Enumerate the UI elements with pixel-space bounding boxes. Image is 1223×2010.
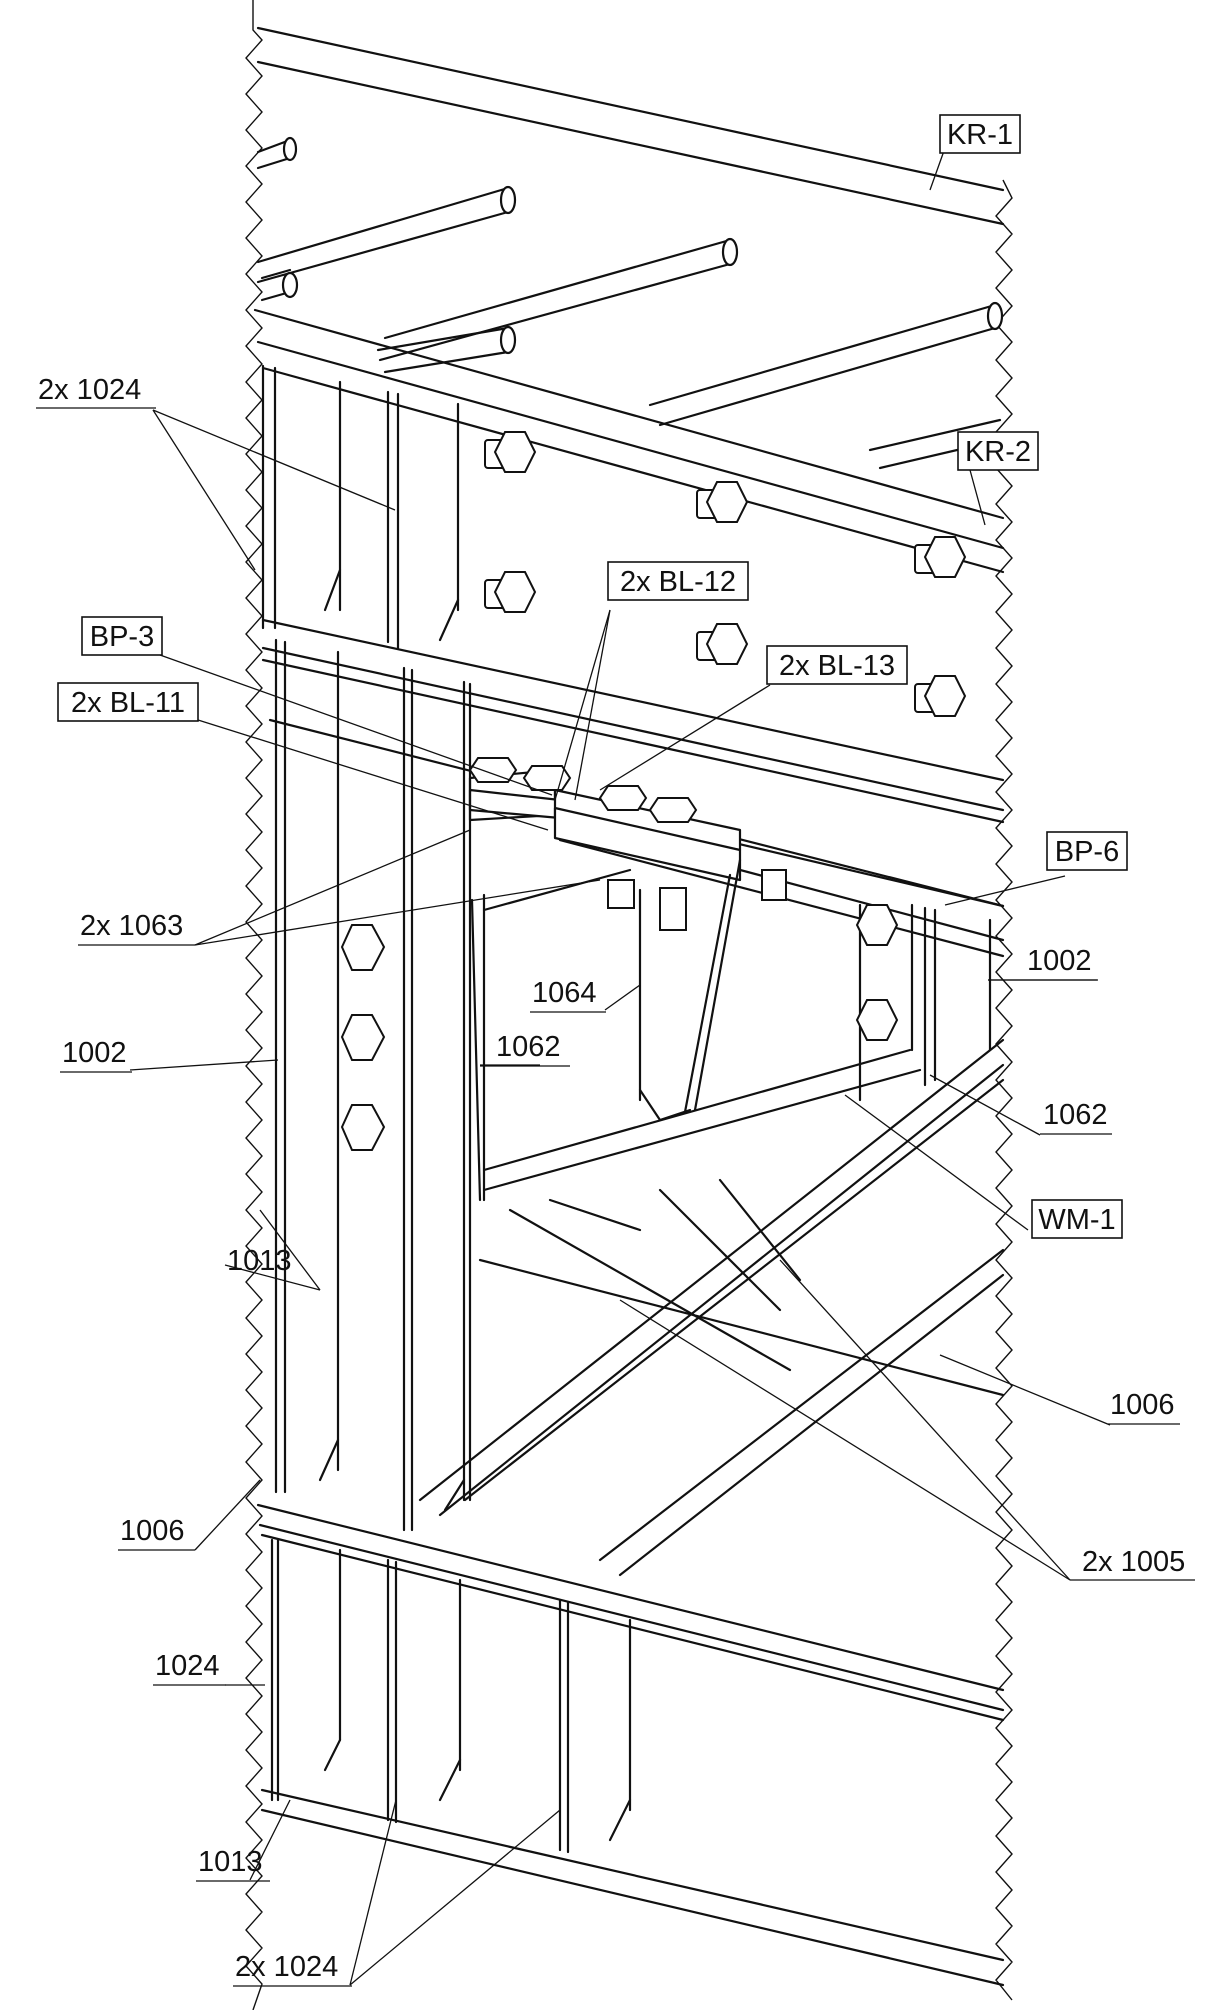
bolt-icon: [914, 675, 967, 717]
connection-plate: [470, 858, 992, 1202]
svg-text:1062: 1062: [496, 1031, 561, 1063]
roof-beam-kr1: [256, 26, 1005, 226]
right-break-line: [995, 179, 1013, 2001]
bolt-icon: [340, 1014, 386, 1061]
upper-girder-kr2: [253, 308, 1005, 824]
bolt-icon: [696, 623, 749, 665]
bolt-icon: [484, 571, 537, 613]
svg-text:1002: 1002: [1027, 945, 1092, 977]
bolt-icon: [648, 797, 698, 823]
label-1013-upper: 1013: [227, 1245, 292, 1277]
label-1062-right: 1062: [1040, 1099, 1112, 1135]
label-1006-left: 1006: [118, 1515, 195, 1551]
bolt-icon: [522, 765, 572, 791]
svg-text:2x BL-11: 2x BL-11: [71, 687, 185, 719]
left-break-line: [245, 0, 263, 2010]
label-bottom-2x1024: 2x 1024: [233, 1951, 352, 1987]
label-1002-right: 1002: [988, 945, 1098, 981]
svg-text:1006: 1006: [1110, 1389, 1175, 1421]
label-top-2x1024: 2x 1024: [36, 374, 156, 409]
svg-text:2x 1005: 2x 1005: [1082, 1546, 1185, 1578]
upper-stiffeners: [261, 364, 460, 650]
label-kr1: KR-1: [939, 114, 1021, 154]
svg-text:BP-6: BP-6: [1055, 836, 1119, 868]
label-1064: 1064: [530, 977, 606, 1013]
svg-text:1002: 1002: [62, 1037, 127, 1069]
bolt-icon: [484, 431, 537, 473]
label-bp6: BP-6: [1046, 831, 1128, 871]
label-bp3: BP-3: [81, 616, 163, 656]
lower-girder: [256, 1503, 1005, 1987]
label-2x1063: 2x 1063: [78, 910, 195, 946]
svg-text:BP-3: BP-3: [90, 621, 154, 653]
svg-text:1062: 1062: [1043, 1099, 1108, 1131]
upper-bolt-group: [484, 431, 967, 717]
bolt-icon: [914, 536, 967, 578]
svg-text:1006: 1006: [120, 1515, 185, 1547]
bolt-icon: [468, 757, 518, 783]
svg-text:2x BL-12: 2x BL-12: [620, 566, 736, 598]
label-1013-lower: 1013: [196, 1846, 270, 1882]
bolt-icon: [340, 1104, 386, 1151]
svg-text:2x 1024: 2x 1024: [38, 374, 141, 406]
label-bl11: 2x BL-11: [57, 682, 199, 722]
svg-text:1013: 1013: [227, 1245, 292, 1277]
bolt-icon: [696, 481, 749, 523]
label-bl13: 2x BL-13: [766, 645, 908, 685]
svg-text:1013: 1013: [198, 1846, 263, 1878]
diagonal-bracing: [418, 1038, 1005, 1577]
svg-text:2x BL-13: 2x BL-13: [779, 650, 895, 682]
column-bolt-group: [340, 924, 386, 1151]
bolt-icon: [855, 999, 899, 1041]
svg-text:KR-1: KR-1: [947, 119, 1013, 151]
svg-text:2x 1024: 2x 1024: [235, 1951, 338, 1983]
main-column-1002: [274, 638, 472, 1532]
label-1062-mid: 1062: [480, 1031, 570, 1067]
svg-text:KR-2: KR-2: [965, 436, 1031, 468]
bolt-icon: [598, 785, 648, 811]
bolt-icon: [855, 904, 899, 946]
label-1006-right: 1006: [1108, 1389, 1180, 1425]
label-1024-left: 1024: [153, 1650, 226, 1686]
label-kr2: KR-2: [957, 431, 1039, 471]
base-plates: [468, 757, 787, 931]
label-wm1: WM-1: [1031, 1199, 1123, 1239]
bolt-icon: [340, 924, 386, 971]
svg-text:1024: 1024: [155, 1650, 220, 1682]
label-2x1005: 2x 1005: [1070, 1546, 1195, 1581]
leader-lines: [129, 147, 1111, 1986]
label-1002-left: 1002: [60, 1037, 132, 1073]
svg-text:WM-1: WM-1: [1038, 1204, 1115, 1236]
label-bl12: 2x BL-12: [607, 561, 749, 601]
svg-text:2x 1063: 2x 1063: [80, 910, 183, 942]
purlin-rods: [256, 136, 1004, 470]
svg-text:1064: 1064: [532, 977, 597, 1009]
